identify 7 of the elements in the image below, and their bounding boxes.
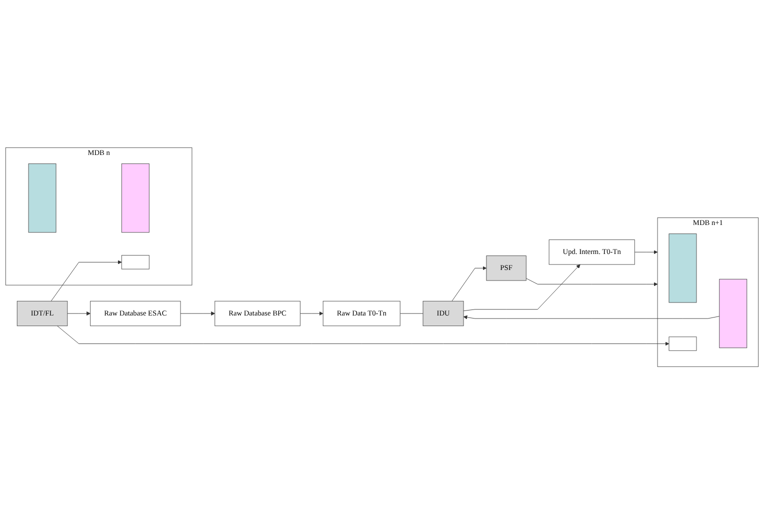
- node-box: [668, 336, 697, 351]
- node-bar: [121, 163, 150, 232]
- node-bar: [668, 233, 697, 303]
- node-box: [121, 254, 150, 270]
- node-bar: [719, 278, 748, 348]
- connector: [400, 313, 424, 314]
- node-bar: [28, 163, 56, 232]
